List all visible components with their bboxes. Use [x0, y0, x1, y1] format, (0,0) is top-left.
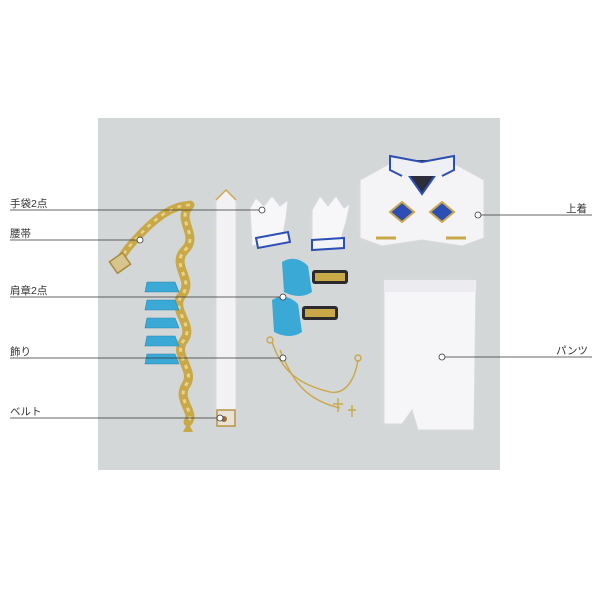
label-pants: パンツ [556, 345, 589, 357]
label-epaulettes: 肩章2点 [10, 285, 48, 297]
gloves-item [249, 195, 351, 252]
label-ornament: 飾り [10, 346, 31, 358]
label-belt: ベルト [10, 406, 42, 418]
pants-item [383, 279, 477, 431]
label-sash: 腰帯 [10, 228, 31, 240]
belt-item [215, 188, 237, 427]
leader-dots [136, 206, 482, 422]
jacket-item [359, 154, 485, 247]
tassels-item [144, 281, 180, 365]
epaulettes-item [272, 258, 348, 336]
label-gloves: 手袋2点 [10, 198, 48, 210]
leader-lines [10, 209, 592, 419]
ornament-item [266, 336, 362, 417]
sash-item [108, 200, 195, 432]
label-jacket: 上着 [566, 203, 587, 215]
